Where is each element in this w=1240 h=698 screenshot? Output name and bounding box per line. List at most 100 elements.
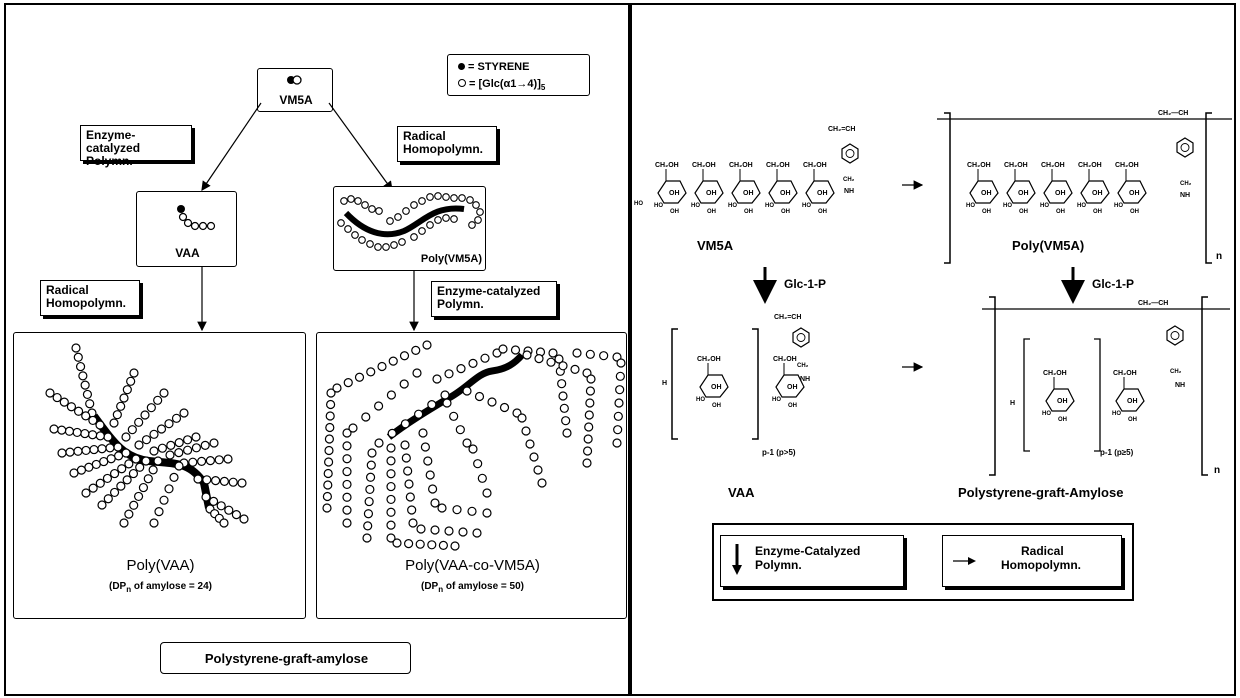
glucose-unit <box>534 466 542 474</box>
radical-label-2: Radical Homopolymn. <box>40 280 140 316</box>
glucose-unit <box>46 389 54 397</box>
ch2oh-label: CH₂OH <box>729 162 753 169</box>
glucose-unit <box>96 421 104 429</box>
glucose-unit <box>123 386 131 394</box>
glucose-unit <box>387 508 395 516</box>
glucose-unit <box>325 447 333 455</box>
right-arrow-icon <box>953 556 977 566</box>
ch2oh-label: CH₂OH <box>1004 162 1028 169</box>
glucose-unit <box>53 394 61 402</box>
glucose-unit <box>100 458 108 466</box>
glucose-unit <box>201 441 209 449</box>
glucose-unit <box>501 404 509 412</box>
ch2oh-label: CH₂OH <box>1041 162 1065 169</box>
glucose-unit <box>343 493 351 501</box>
dp-vaa: (DPn of amylose = 24) <box>14 581 307 594</box>
glc1p-left: Glc-1-P <box>784 277 826 291</box>
glucose-unit <box>75 407 83 415</box>
glucose-unit <box>344 379 352 387</box>
glucose-unit <box>150 430 158 438</box>
glucose-unit <box>96 479 104 487</box>
vaa-node: VAA <box>136 191 237 267</box>
chem-text: CH₂—CH <box>1158 110 1188 117</box>
glucose-unit <box>70 469 78 477</box>
poly-vm5a-node: Poly(VM5A) <box>333 186 486 271</box>
bracket-right <box>1206 113 1212 263</box>
p-left-label: p-1 (p>5) <box>762 448 796 457</box>
oh-label: OH <box>780 190 791 197</box>
glucose-unit <box>135 418 143 426</box>
oh-label: OH <box>743 190 754 197</box>
glucose-unit <box>483 509 491 517</box>
glucose-unit <box>488 398 496 406</box>
ch2oh-label: CH₂OH <box>692 162 716 169</box>
oh-label: OH <box>1092 190 1103 197</box>
glucose-unit <box>343 442 351 450</box>
glucose-unit <box>103 474 111 482</box>
glucose-unit <box>389 357 397 365</box>
enzyme-catalyzed-label-2: Enzyme-catalyzed Polymn. <box>431 281 557 317</box>
oh-label-2: OH <box>707 209 716 215</box>
glucose-unit <box>173 414 181 422</box>
glucose-unit <box>587 375 595 383</box>
poly-vm5a-right-label: Poly(VM5A) <box>1012 238 1084 253</box>
glucose-unit <box>143 436 151 444</box>
radical-2-line2: Homopolymn. <box>46 297 134 310</box>
glucose-ring: CH₂OHOHHOOH <box>1112 370 1144 423</box>
oh-label: OH <box>1129 190 1140 197</box>
glucose-unit <box>538 479 546 487</box>
poly-vaa-glyph <box>14 333 307 620</box>
glucose-unit <box>559 392 567 400</box>
glucose-unit <box>165 420 173 428</box>
glucose-unit <box>387 521 395 529</box>
glucose-unit <box>323 493 331 501</box>
glucose-unit <box>120 394 128 402</box>
ho-label: HO <box>1112 411 1121 417</box>
glucose-unit <box>443 399 451 407</box>
glucose-unit <box>573 349 581 357</box>
glucose-unit <box>343 468 351 476</box>
glucose-unit <box>154 457 162 465</box>
glucose-unit <box>217 502 225 510</box>
glucose-unit <box>72 344 80 352</box>
ho-label: HO <box>765 203 774 209</box>
glucose-unit <box>616 372 624 380</box>
glucose-unit <box>325 435 333 443</box>
glucose-unit <box>433 375 441 383</box>
glucose-unit <box>483 489 491 497</box>
glucose-unit <box>431 499 439 507</box>
legend-radical-line2: Homopolymn. <box>1001 559 1081 572</box>
oh-label: OH <box>669 190 680 197</box>
glucose-unit <box>417 525 425 533</box>
oh-label: OH <box>817 190 828 197</box>
ho-label: HO <box>696 397 705 403</box>
glucose-unit <box>83 390 91 398</box>
glucose-unit <box>387 457 395 465</box>
chem-text: CH₂=CH <box>774 314 801 321</box>
glucose-unit <box>135 492 143 500</box>
right-legend: Enzyme-Catalyzed Polymn. Radical Homopol… <box>712 523 1134 601</box>
glucose-unit <box>50 425 58 433</box>
glucose-unit <box>522 427 530 435</box>
glucose-unit <box>583 459 591 467</box>
chem-text: H <box>662 380 667 387</box>
glucose-ring: CH₂OHOHHOOH <box>1003 162 1035 215</box>
glucose-ring: CH₂OHOHHOOH <box>728 162 760 215</box>
glucose-unit <box>89 484 97 492</box>
glucose-unit <box>96 432 104 440</box>
glucose-unit <box>614 426 622 434</box>
glucose-unit <box>393 539 401 547</box>
glucose-unit <box>343 480 351 488</box>
glucose-unit <box>388 429 396 437</box>
glucose-unit <box>220 519 228 527</box>
oh-label-2: OH <box>1056 209 1065 215</box>
glucose-unit <box>468 507 476 515</box>
glucose-unit <box>111 488 119 496</box>
glucose-ring: CH₂OHOHHOOH <box>1077 162 1109 215</box>
oh-label: OH <box>1127 398 1138 405</box>
glucose-unit <box>450 412 458 420</box>
glucose-unit <box>104 495 112 503</box>
ho-label: HO <box>1003 203 1012 209</box>
